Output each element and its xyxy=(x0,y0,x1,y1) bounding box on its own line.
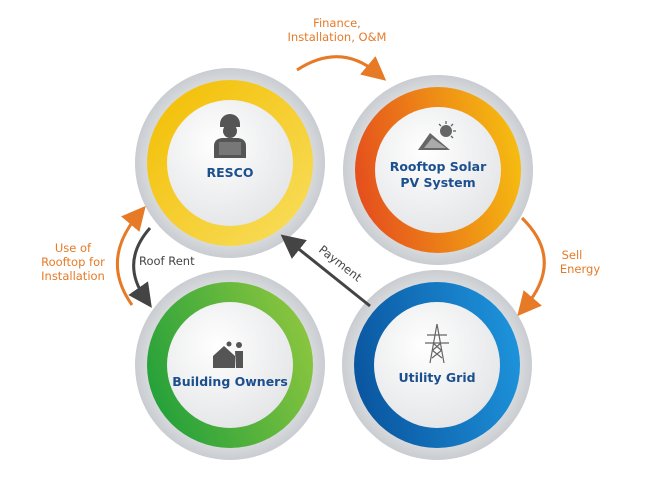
sell-label-line2: Energy xyxy=(560,262,600,276)
node-rooftop-solar: Rooftop Solar PV System xyxy=(343,75,533,265)
finance-label-line1: Finance, xyxy=(313,16,361,30)
rooftop-use-line1: Use of xyxy=(55,241,92,255)
node-utility-grid: Utility Grid xyxy=(342,270,532,460)
utility-grid-label: Utility Grid xyxy=(398,370,475,385)
rooftop-label-line1: Rooftop Solar xyxy=(390,159,487,174)
rooftop-label-line2: PV System xyxy=(400,175,475,190)
finance-arrow xyxy=(296,55,387,81)
building-owners-label: Building Owners xyxy=(172,374,288,389)
payment-label: Payment xyxy=(316,242,365,284)
engineer-laptop-icon xyxy=(214,114,246,158)
solar-roof-icon xyxy=(418,121,456,150)
transmission-tower-icon xyxy=(425,323,449,364)
rooftop-use-arrow xyxy=(115,205,146,306)
rooftop-use-line2: Rooftop for xyxy=(41,255,105,269)
sell-label-line1: Sell xyxy=(562,248,583,262)
node-resco: RESCO xyxy=(135,68,325,258)
rooftop-use-line3: Installation xyxy=(41,269,105,283)
finance-label-line2: Installation, O&M xyxy=(288,30,387,44)
payment-arrow xyxy=(280,234,371,308)
resco-label: RESCO xyxy=(207,165,254,180)
node-building-owners: Building Owners xyxy=(135,270,325,460)
sell-energy-arrow xyxy=(517,216,546,317)
house-person-icon xyxy=(213,341,243,368)
roof-rent-arrow xyxy=(128,227,152,308)
roof-rent-label: Roof Rent xyxy=(139,254,195,268)
